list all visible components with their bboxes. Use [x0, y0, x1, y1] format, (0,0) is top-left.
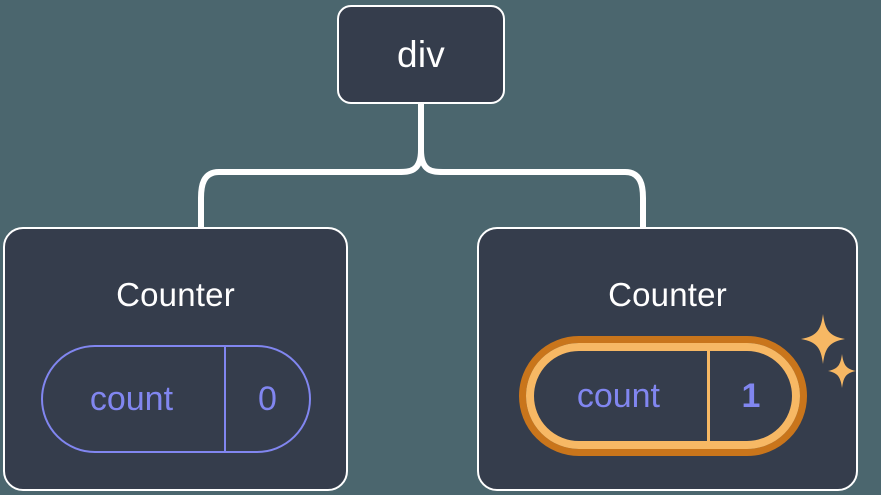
connector-root-to-left-child — [198, 101, 424, 231]
component-title: Counter — [608, 276, 727, 313]
state-value: 0 — [223, 347, 309, 451]
state-pill-left[interactable]: count 0 — [41, 345, 311, 453]
state-value: 1 — [706, 351, 792, 441]
sparkle-large-icon — [801, 314, 845, 364]
state-pill-body: count 0 — [41, 345, 311, 453]
component-title: Counter — [116, 276, 235, 313]
state-key: count — [576, 376, 661, 415]
connector-root-to-right-child — [418, 101, 646, 231]
node-root-div[interactable]: div — [337, 5, 505, 104]
node-root-label: div — [397, 34, 445, 75]
state-pill-body: count 1 — [519, 336, 807, 456]
highlight-ring: count 1 — [526, 343, 800, 449]
state-pill-right-highlighted[interactable]: count 1 — [519, 336, 807, 456]
state-key: count — [89, 379, 174, 418]
sparkles-group — [801, 314, 856, 388]
sparkle-small-icon — [828, 354, 856, 388]
